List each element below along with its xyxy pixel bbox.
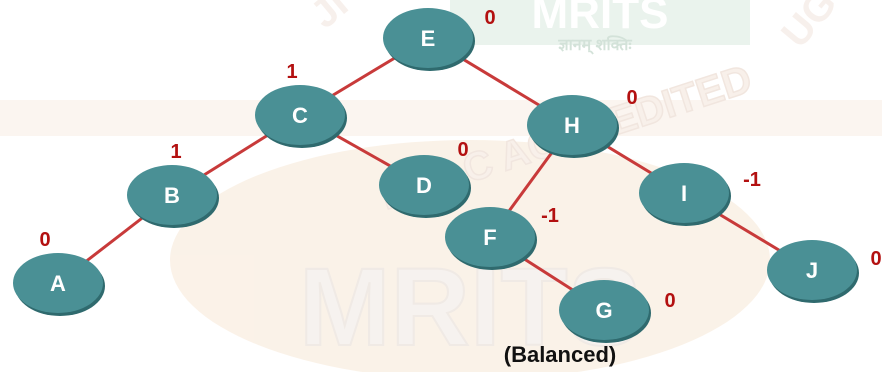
node-h: H0 <box>527 87 638 158</box>
node-label: I <box>681 181 687 206</box>
node-b: B1 <box>127 141 219 228</box>
balance-factor-label: 0 <box>664 290 675 312</box>
balance-factor-label: 1 <box>170 141 181 163</box>
node-label: D <box>416 173 432 198</box>
node-label: J <box>806 258 818 283</box>
node-i: I -1 <box>639 163 761 226</box>
node-label: B <box>164 183 180 208</box>
node-circle <box>127 165 217 225</box>
node-circle <box>527 95 617 155</box>
node-circle <box>767 240 857 300</box>
watermark-ribbon <box>0 100 882 136</box>
node-circle <box>639 163 729 223</box>
node-e: E0 <box>383 7 496 71</box>
balance-factor-label: -1 <box>541 205 559 227</box>
balance-factor-label: 0 <box>484 7 495 29</box>
node-c: C1 <box>255 61 347 148</box>
node-circle <box>445 207 535 267</box>
node-circle <box>255 85 345 145</box>
node-label: E <box>421 26 436 51</box>
balance-factor-label: 0 <box>870 248 881 270</box>
node-a: A0 <box>13 229 105 316</box>
node-label: F <box>483 225 496 250</box>
balance-factor-label: 0 <box>39 229 50 251</box>
node-circle <box>383 8 473 68</box>
watermark-top-subtext: ज्ञानम् शक्तिः <box>557 35 632 55</box>
watermark-top-banner <box>450 0 750 45</box>
watermark-side-left: JI <box>303 0 357 37</box>
watermark-top-text: MRITS <box>532 0 669 38</box>
node-circle <box>13 253 103 313</box>
node-circle <box>379 155 469 215</box>
node-f: F -1 <box>445 205 559 270</box>
balance-factor-label: -1 <box>743 169 761 191</box>
watermark-side-right: UG <box>773 0 845 56</box>
diagram-caption: (Balanced) <box>504 342 616 367</box>
node-circle <box>559 280 649 340</box>
balance-factor-label: 1 <box>286 61 297 83</box>
balance-factor-label: 0 <box>626 87 637 109</box>
balance-factor-label: 0 <box>457 139 468 161</box>
node-label: C <box>292 103 308 128</box>
node-label: H <box>564 113 580 138</box>
node-label: G <box>595 298 612 323</box>
node-label: A <box>50 271 66 296</box>
node-d: D0 <box>379 139 471 218</box>
